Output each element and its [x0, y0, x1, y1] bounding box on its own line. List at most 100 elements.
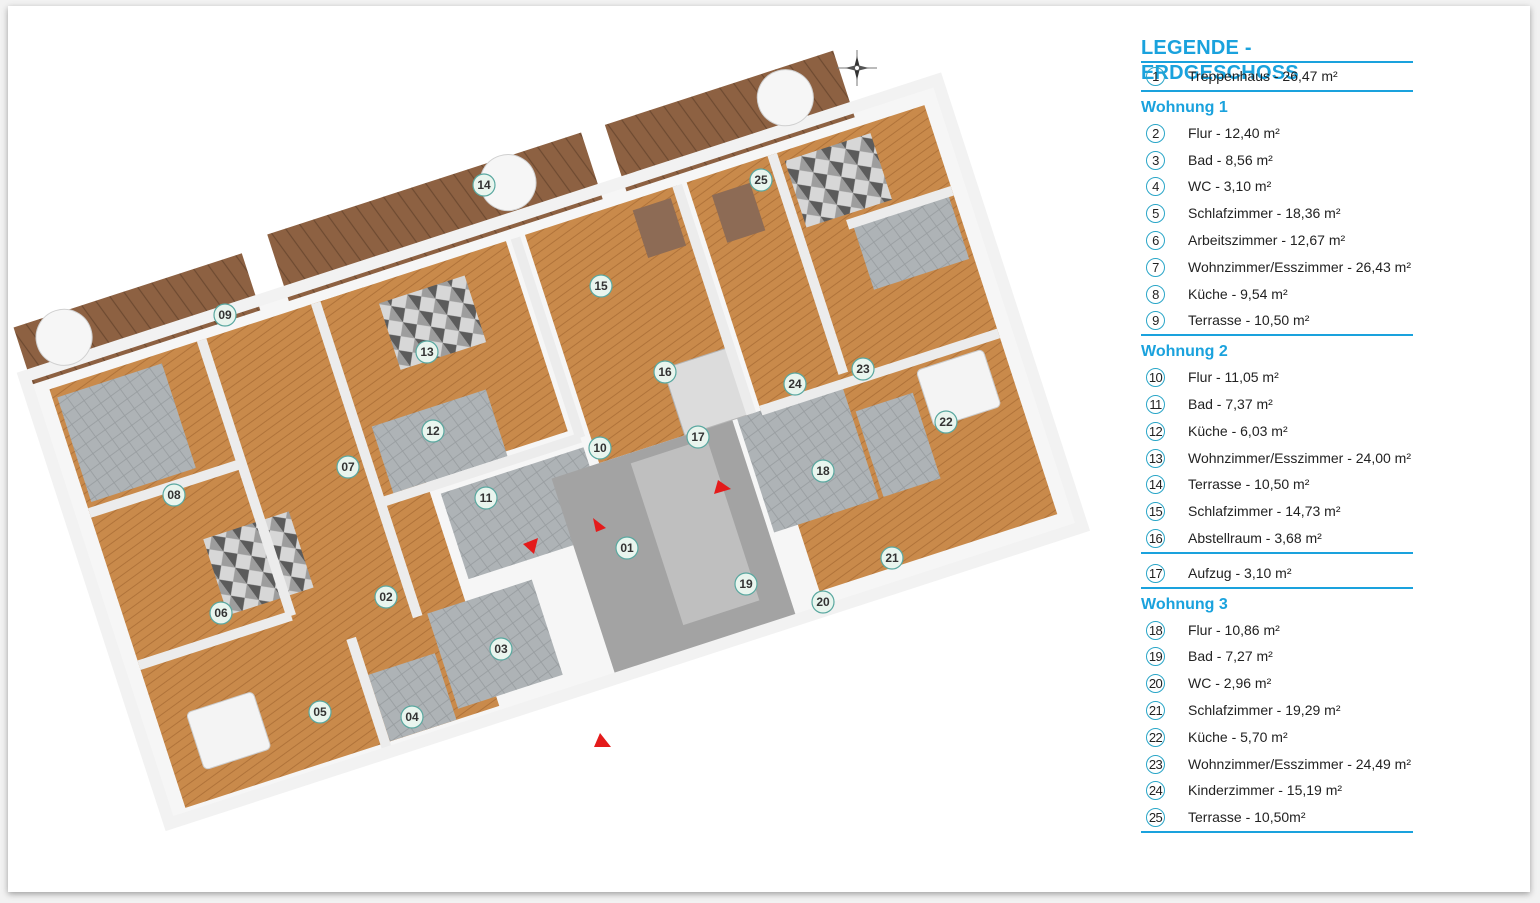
- room-number: 20: [816, 595, 830, 609]
- entrance-arrow: [593, 518, 606, 532]
- legend-number: 17: [1146, 563, 1165, 583]
- legend-number: 11: [1146, 394, 1165, 414]
- room-number-badge: 08: [162, 483, 186, 507]
- legend-text: Küche - 5,70 m²: [1188, 728, 1288, 745]
- legend-text: Bad - 8,56 m²: [1188, 151, 1273, 168]
- legend-section-title: Wohnung 2: [1141, 343, 1228, 361]
- legend-text: WC - 2,96 m²: [1188, 675, 1272, 692]
- legend-row: 18 Flur - 10,86 m²: [1141, 617, 1413, 644]
- legend-text: WC - 3,10 m²: [1188, 178, 1272, 195]
- legend-number: 5: [1146, 204, 1165, 224]
- legend-section-title: Wohnung 1: [1141, 98, 1228, 116]
- room-number: 19: [739, 577, 753, 591]
- legend-text: Treppenhaus - 26,47 m²: [1188, 68, 1338, 84]
- room-number-badge: 22: [934, 410, 958, 434]
- legend-text: Terrasse - 10,50m²: [1188, 809, 1306, 826]
- room-number-badge: 12: [421, 419, 445, 443]
- legend-text: Wohnzimmer/Esszimmer - 26,43 m²: [1188, 258, 1412, 275]
- legend-text: Aufzug - 3,10 m²: [1188, 564, 1292, 581]
- legend-row: 17 Aufzug - 3,10 m²: [1141, 560, 1413, 587]
- legend-number: 8: [1146, 284, 1165, 304]
- room-number-badge: 21: [880, 546, 904, 570]
- legend-number: 16: [1146, 528, 1165, 548]
- legend-divider: [1141, 61, 1413, 63]
- room-number: 01: [620, 541, 634, 555]
- legend-text: Abstellraum - 3,68 m²: [1188, 529, 1322, 546]
- room-number-badge: 07: [336, 455, 360, 479]
- room-number-badge: 17: [686, 425, 710, 449]
- legend-text: Flur - 12,40 m²: [1188, 124, 1280, 141]
- legend-number: 7: [1146, 257, 1165, 277]
- legend-section-title: Wohnung 3: [1141, 595, 1228, 613]
- room-number: 24: [788, 377, 802, 391]
- room-number-badge: 19: [734, 572, 758, 596]
- legend-number: 15: [1146, 502, 1165, 522]
- room-number-badge: 10: [588, 436, 612, 460]
- legend-text: Flur - 10,86 m²: [1188, 621, 1280, 638]
- legend-number: 21: [1146, 700, 1165, 720]
- legend-text: Schlafzimmer - 18,36 m²: [1188, 205, 1341, 222]
- room-number: 03: [494, 642, 508, 656]
- legend-text: Terrasse - 10,50 m²: [1188, 476, 1310, 493]
- legend-text: Flur - 11,05 m²: [1188, 369, 1279, 386]
- entrance-arrow: [594, 733, 611, 747]
- room-number: 15: [594, 279, 608, 293]
- room-number-badge: 05: [308, 700, 332, 724]
- room-number-badge: 16: [653, 360, 677, 384]
- legend-number: 19: [1146, 647, 1165, 667]
- room-number: 21: [885, 551, 899, 565]
- legend-number: 13: [1146, 448, 1165, 468]
- legend-number: 18: [1146, 620, 1165, 640]
- legend-row: 5 Schlafzimmer - 18,36 m²: [1141, 200, 1413, 227]
- legend-row: 7 Wohnzimmer/Esszimmer - 26,43 m²: [1141, 254, 1413, 281]
- legend-number: 6: [1146, 230, 1165, 250]
- legend-number: 25: [1146, 808, 1165, 828]
- entrance-arrow: [714, 480, 731, 494]
- legend-row: 6 Arbeitszimmer - 12,67 m²: [1141, 227, 1413, 254]
- room-number: 12: [426, 424, 440, 438]
- legend-text: Wohnzimmer/Esszimmer - 24,00 m²: [1188, 449, 1412, 466]
- legend-number: 4: [1146, 177, 1165, 197]
- legend-number: 12: [1146, 421, 1165, 441]
- legend-row: 8 Küche - 9,54 m²: [1141, 281, 1413, 308]
- room-number-badge: 18: [811, 459, 835, 483]
- room-number: 11: [480, 491, 493, 505]
- room-number-badge: 06: [209, 601, 233, 625]
- room-number: 17: [691, 430, 705, 444]
- legend-row: 4 WC - 3,10 m²: [1141, 173, 1413, 200]
- legend-text: Terrasse - 10,50 m²: [1188, 312, 1310, 329]
- legend-text: Schlafzimmer - 19,29 m²: [1188, 701, 1341, 718]
- entrance-arrow: [523, 538, 538, 554]
- room-number-badge: 04: [400, 705, 424, 729]
- room-number: 08: [167, 488, 181, 502]
- compass-icon: [837, 50, 877, 86]
- legend-number: 22: [1146, 727, 1165, 747]
- legend-row: 13 Wohnzimmer/Esszimmer - 24,00 m²: [1141, 445, 1413, 472]
- room-number: 04: [405, 710, 419, 724]
- room-number-badge: 09: [213, 303, 237, 327]
- room-number-badge: 25: [749, 168, 773, 192]
- room-number-badge: 02: [374, 585, 398, 609]
- room-number: 25: [754, 173, 768, 187]
- room-number: 14: [477, 178, 491, 192]
- room-number: 06: [214, 606, 228, 620]
- legend-divider: [1141, 89, 1413, 92]
- legend-number: 23: [1146, 754, 1165, 774]
- legend-text: Küche - 9,54 m²: [1188, 285, 1288, 302]
- legend-row: 16 Abstellraum - 3,68 m²: [1141, 525, 1413, 552]
- legend-text: Arbeitszimmer - 12,67 m²: [1188, 231, 1346, 248]
- legend-number: 14: [1146, 475, 1165, 495]
- room-number: 05: [313, 705, 327, 719]
- room-number-badge: 13: [415, 340, 439, 364]
- legend-divider: [1141, 551, 1413, 554]
- legend-text: Kinderzimmer - 15,19 m²: [1188, 782, 1343, 799]
- legend-number: 2: [1146, 123, 1165, 143]
- room-number-badge: 20: [811, 590, 835, 614]
